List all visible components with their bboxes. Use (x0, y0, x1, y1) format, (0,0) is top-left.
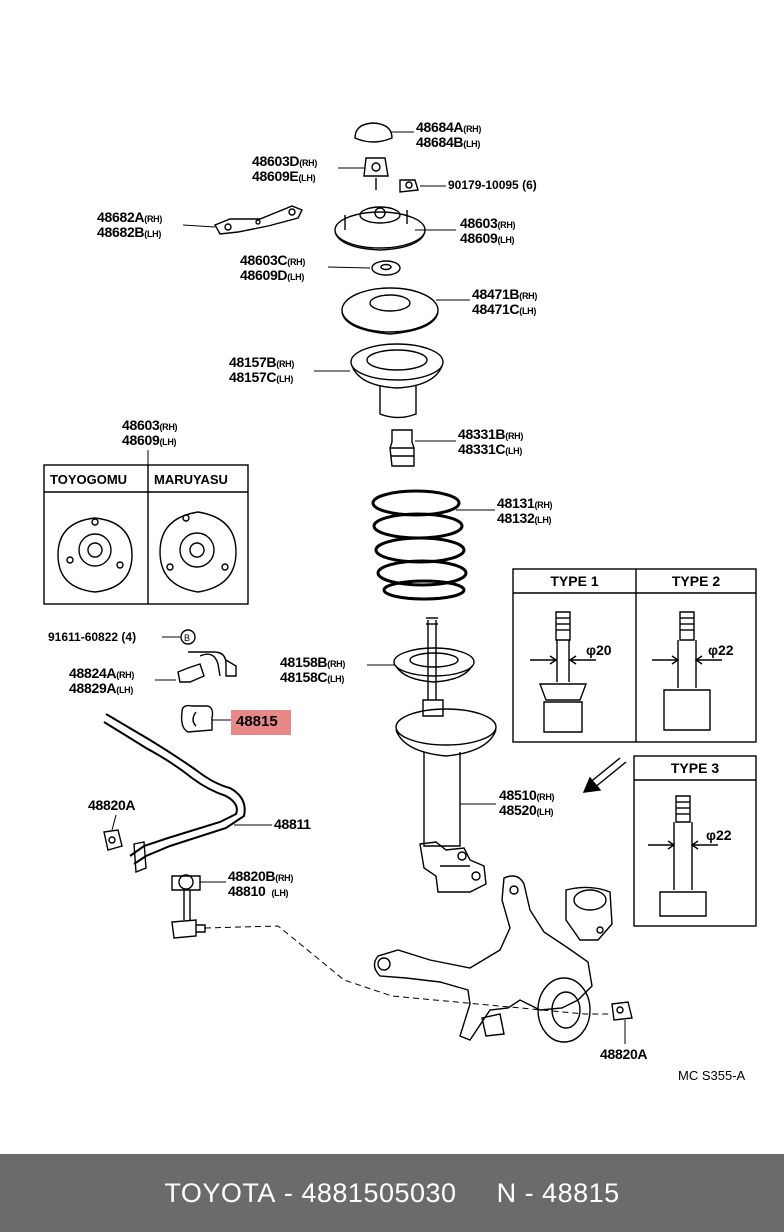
footer-bar: TOYOTA - 4881505030 N - 48815 (0, 1154, 784, 1232)
bound-stopper (389, 429, 415, 467)
label-48471C: 48471C(LH) (472, 301, 537, 317)
link-dashed-line (204, 925, 612, 1015)
type-2-heading: TYPE 2 (671, 573, 721, 589)
label-48158B: 48158B(RH) (280, 654, 346, 670)
stabilizer-bracket (177, 651, 237, 683)
label-48820A-right: 48820A (600, 1046, 648, 1062)
footer-ref: N - 48815 (496, 1177, 620, 1208)
label-48157B: 48157B(RH) (229, 354, 295, 370)
stabilizer-link (171, 874, 206, 939)
label-48510: 48510(RH) (499, 787, 555, 803)
spring-lower-insulator (393, 647, 475, 683)
label-48609-variant: 48609(LH) (122, 432, 177, 448)
label-48824A: 48824A(RH) (69, 665, 135, 681)
bolt-91611: B (180, 629, 196, 645)
label-48609E: 48609E(LH) (252, 168, 316, 184)
type-2-diameter: φ22 (708, 642, 734, 658)
label-48331C: 48331C(LH) (458, 441, 523, 457)
nut-90179 (399, 179, 419, 193)
coil-spring (371, 489, 468, 601)
direction-arrow (582, 757, 627, 793)
steering-knuckle (373, 875, 613, 1043)
brand-maruyasu: MARUYASU (154, 472, 228, 487)
bushing-48820A (103, 829, 123, 851)
type-1-2-box (512, 568, 757, 743)
stabilizer-bar (103, 713, 246, 874)
label-48682A: 48682A(RH) (97, 209, 163, 225)
highlighted-part-48815[interactable]: 48815 (231, 710, 291, 735)
label-48682B: 48682B(LH) (97, 224, 162, 240)
strut-mount (334, 206, 426, 251)
label-91611-60822: 91611-60822 (4) (48, 630, 137, 644)
shock-absorber (395, 617, 497, 893)
lock-nut (363, 157, 389, 190)
label-48684B: 48684B(LH) (416, 134, 481, 150)
label-48603D: 48603D(RH) (252, 153, 318, 169)
type-3-diameter: φ22 (706, 827, 732, 843)
footer-part-number: 4881505030 (301, 1177, 457, 1208)
label-48820B: 48820B(RH) (228, 868, 294, 884)
label-48158C: 48158C(LH) (280, 669, 345, 685)
svg-text:B: B (184, 633, 190, 643)
label-48829A: 48829A(LH) (69, 680, 134, 696)
label-48811: 48811 (274, 816, 311, 832)
label-48609: 48609(LH) (460, 230, 515, 246)
label-48603: 48603(RH) (460, 215, 516, 231)
brace-bracket (214, 205, 303, 235)
label-48609D: 48609D(LH) (240, 267, 305, 283)
bump-cap (354, 122, 393, 143)
type-3-heading: TYPE 3 (670, 760, 720, 776)
spring-insulator (350, 343, 444, 419)
label-48603-variant: 48603(RH) (122, 417, 178, 433)
footer-brand: TOYOTA (164, 1177, 276, 1208)
leader-lines (111, 131, 626, 1044)
label-48131: 48131(RH) (497, 495, 553, 511)
type-3-box (633, 755, 757, 927)
type-1-heading: TYPE 1 (550, 573, 599, 589)
label-48157C: 48157C(LH) (229, 369, 294, 385)
label-48684A: 48684A(RH) (416, 119, 482, 135)
label-48520: 48520(LH) (499, 802, 554, 818)
type-1-diameter: φ20 (586, 642, 612, 658)
exploded-parts-diagram: B (43, 122, 757, 1044)
label-48603C: 48603C(RH) (240, 252, 306, 268)
bushing-48820A-right (611, 1001, 633, 1021)
label-48132: 48132(LH) (497, 510, 552, 526)
spring-upper-seat (341, 287, 439, 335)
brand-variant-box (43, 464, 249, 605)
label-48471B: 48471B(RH) (472, 286, 538, 302)
label-48820A: 48820A (88, 797, 136, 813)
drawing-reference: MC S355-A (678, 1068, 746, 1083)
label-48810: 48810(LH) (228, 883, 289, 899)
label-48331B: 48331B(RH) (458, 426, 524, 442)
brand-toyogomu: TOYOGOMU (50, 472, 128, 487)
stabilizer-bushing (180, 704, 214, 733)
small-washer (371, 260, 401, 276)
label-90179-10095: 90179-10095 (6) (448, 178, 537, 192)
